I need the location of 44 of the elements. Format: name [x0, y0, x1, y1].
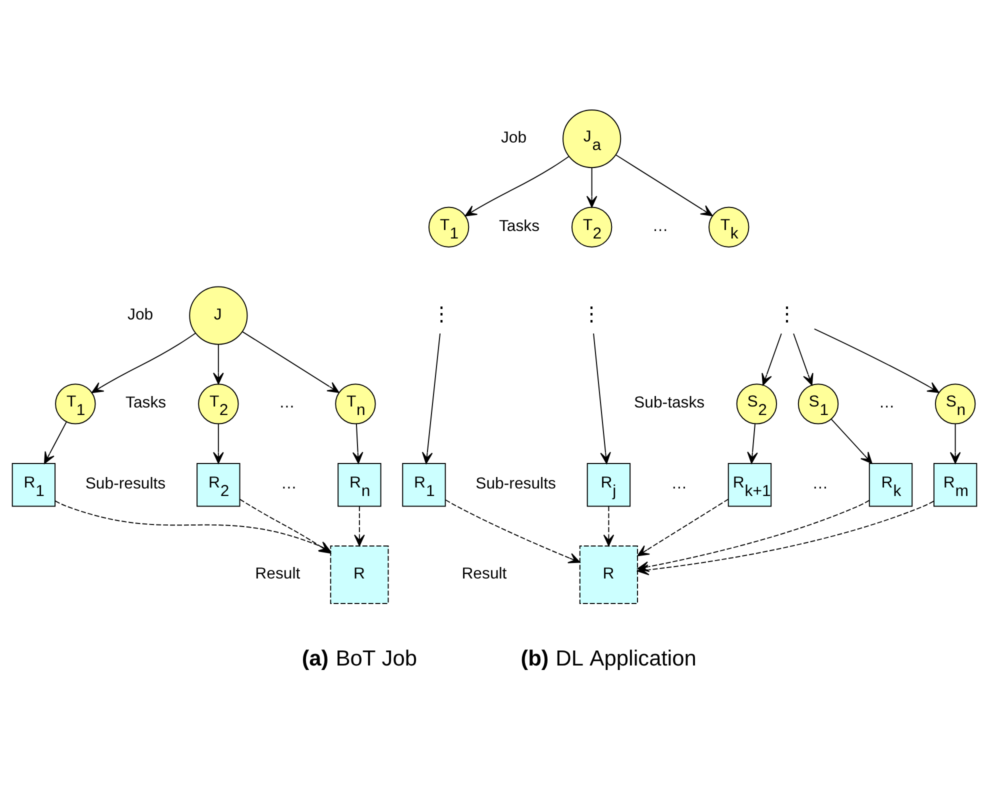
label: Sub-results	[85, 476, 166, 493]
node-box: R	[330, 545, 389, 604]
label: Job	[128, 306, 154, 324]
node-circle: J	[189, 286, 248, 345]
arrow	[242, 331, 340, 393]
arrow	[213, 424, 224, 464]
arrow	[793, 333, 814, 386]
label: Job	[500, 130, 527, 147]
arrow	[616, 154, 713, 216]
arrow	[603, 506, 614, 546]
arrow	[352, 424, 364, 464]
arrow	[830, 418, 872, 464]
label: …	[671, 476, 688, 493]
arrow	[213, 344, 224, 384]
node-text: ⋮	[581, 304, 602, 326]
arrow	[354, 506, 365, 546]
label: Tasks	[126, 394, 166, 412]
label: Tasks	[498, 218, 540, 235]
node-box: R	[579, 545, 638, 604]
label: …	[812, 476, 828, 493]
arrow	[637, 498, 729, 556]
arrow	[814, 328, 940, 393]
node-text: ⋮	[777, 304, 798, 326]
arrow	[44, 422, 67, 464]
arrow	[762, 333, 782, 386]
label: Result	[255, 566, 300, 583]
label: (b) DL Application	[520, 646, 696, 671]
label: Sub-tasks	[634, 394, 705, 412]
label: Result	[462, 566, 507, 583]
arrow	[445, 499, 580, 564]
arrow	[593, 333, 611, 464]
arrow	[747, 424, 758, 464]
arrow	[91, 332, 196, 394]
label: …	[278, 394, 295, 412]
label: (a) BoT Job	[302, 646, 417, 671]
label: …	[652, 218, 668, 235]
arrow	[422, 333, 441, 464]
label: …	[280, 476, 297, 493]
label: …	[878, 394, 895, 412]
label: Sub-results	[476, 476, 556, 493]
arrow	[464, 156, 570, 216]
arrow	[586, 167, 598, 208]
arrow	[950, 424, 961, 464]
node-text: ⋮	[431, 304, 452, 326]
